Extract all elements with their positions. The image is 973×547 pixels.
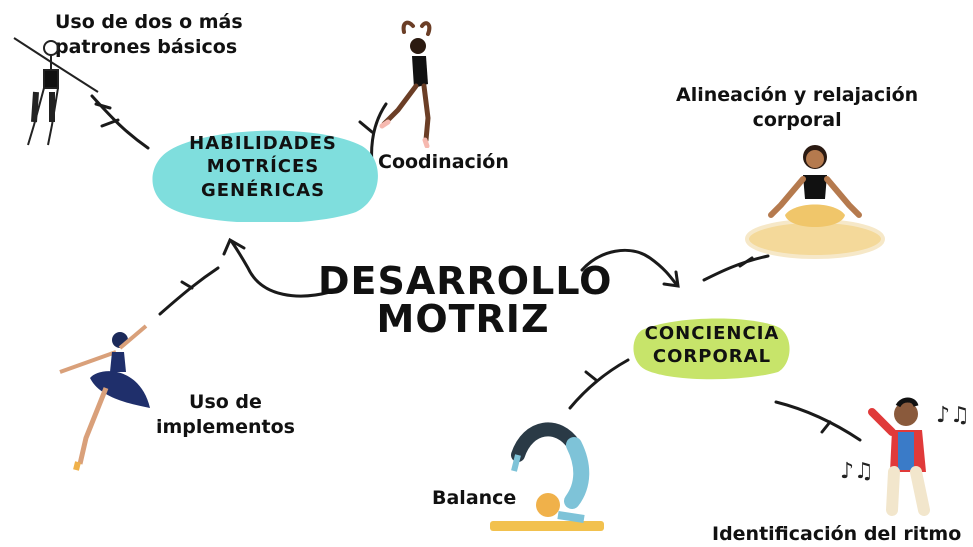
label-alineacion: Alineación y relajación corporal	[676, 83, 918, 132]
label-ritmo: Identificación del ritmo	[712, 523, 962, 545]
label-uso-patrones: Uso de dos o más patrones básicos	[55, 10, 243, 59]
singing-man-icon: ♪♫ ♪♫	[840, 397, 970, 516]
music-note-icon: ♪♫	[936, 403, 970, 428]
label-balance: Balance	[432, 487, 517, 509]
connector-twig-ritmo	[774, 400, 862, 442]
habilidades-blob	[152, 130, 378, 222]
label-uso-implementos-line1: Uso de	[189, 391, 262, 413]
habilidades-node: HABILIDADES MOTRÍCES GENÉRICAS	[156, 132, 370, 202]
dancer-sketch-icon	[13, 37, 99, 146]
connector-twig-implementos	[158, 266, 220, 316]
center-title-line1: DESARROLLO	[318, 259, 613, 303]
habilidades-line1: HABILIDADES	[189, 133, 337, 154]
label-coordinacion: Coodinación	[378, 151, 509, 173]
label-uso-patrones-line1: Uso de dos o más	[55, 11, 243, 33]
connector-arrow-conciencia	[580, 248, 678, 286]
ballerina-black-icon	[379, 20, 432, 148]
center-title-line2: MOTRIZ	[376, 297, 550, 341]
connector-twig-patrones	[90, 94, 150, 150]
center-title: DESARROLLO MOTRIZ	[318, 259, 613, 341]
ballerina-blue-icon	[59, 324, 150, 471]
habilidades-line2: MOTRÍCES	[206, 156, 320, 178]
connector-twig-balance	[568, 358, 630, 410]
connector-twig-alineacion	[702, 254, 770, 282]
conciencia-node: CONCIENCIA CORPORAL	[632, 322, 792, 369]
label-uso-patrones-line2: patrones básicos	[55, 35, 238, 58]
label-alineacion-line2: corporal	[752, 108, 842, 131]
yoga-pose-icon	[490, 422, 604, 531]
label-uso-implementos: Uso de implementos	[156, 390, 295, 439]
connector-arrow-habilidades	[230, 240, 332, 298]
label-uso-implementos-line2: implementos	[156, 415, 295, 438]
conciencia-line1: CONCIENCIA	[644, 323, 780, 344]
music-note-icon-2: ♪♫	[840, 459, 874, 484]
habilidades-line3: GENÉRICAS	[200, 179, 326, 201]
label-alineacion-line1: Alineación y relajación	[676, 84, 919, 106]
conciencia-blob	[633, 318, 790, 380]
meditating-woman-icon	[745, 145, 885, 259]
conciencia-line2: CORPORAL	[652, 346, 772, 368]
